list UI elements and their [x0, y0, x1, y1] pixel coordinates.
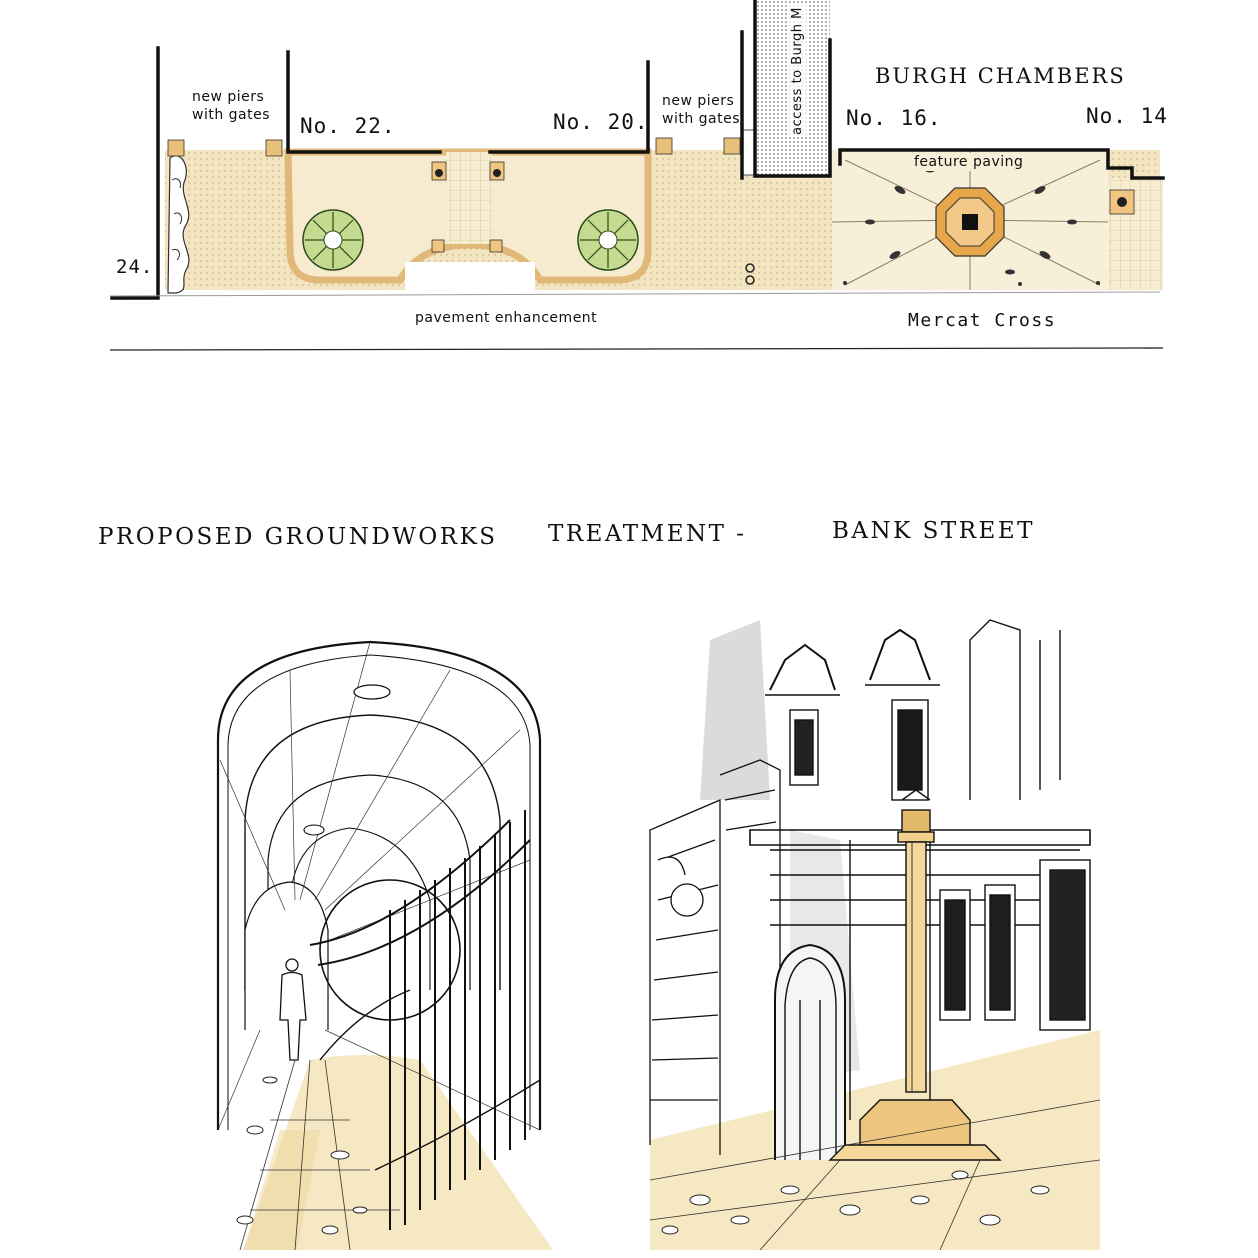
label-mercat-cross: Mercat Cross — [908, 310, 1057, 331]
tree-right — [577, 209, 639, 271]
label-piers-right-2: with gates — [662, 111, 741, 127]
wall-no22 — [286, 50, 442, 154]
wall-lamp — [657, 856, 704, 917]
entrance-arch-gap — [405, 262, 535, 292]
wall-burgh-chambers — [838, 148, 1165, 180]
sketch-mercat-cross — [649, 619, 1100, 1250]
wall-lane-left — [753, 0, 832, 178]
label-pavement: pavement enhancement — [415, 310, 598, 326]
ceiling-lamp — [303, 824, 325, 836]
title-part-2: TREATMENT - — [548, 521, 747, 547]
outer-arch — [216, 640, 542, 1130]
ceiling-lamp — [353, 684, 391, 700]
title-part-1: PROPOSED GROUNDWORKS — [98, 524, 498, 550]
far-opening — [244, 881, 329, 1030]
mercat-cross-base — [935, 187, 1005, 257]
pier-right-b — [723, 137, 741, 155]
wall-no20 — [488, 60, 650, 154]
left-building — [649, 759, 781, 1160]
wall-no24 — [110, 46, 160, 300]
tree-left — [302, 209, 364, 271]
label-no22: No. 22. — [300, 114, 396, 138]
mercat-cross — [828, 789, 1002, 1161]
label-piers-right-1: new piers — [662, 93, 735, 109]
pier-right-a — [655, 137, 673, 155]
pier-left-a — [167, 139, 185, 157]
label-piers-left-2: with gates — [192, 107, 271, 123]
label-no14: No. 14 — [1086, 104, 1168, 128]
label-piers-left-1: new piers — [192, 89, 265, 105]
site-plan — [109, 0, 1165, 351]
figure-walking — [279, 958, 307, 1061]
label-no20: No. 20. — [553, 110, 649, 134]
label-feature-paving: feature paving — [912, 153, 1026, 171]
label-no24: 24. — [116, 256, 154, 278]
label-no16: No. 16. — [846, 106, 942, 130]
label-burgh-chambers: BURGH CHAMBERS — [875, 64, 1126, 88]
label-access: access to Burgh M — [788, 5, 807, 137]
sketch-arched-pend — [216, 640, 553, 1250]
page-title: PROPOSED GROUNDWORKS TREATMENT - BANK ST… — [98, 518, 1058, 558]
title-part-3: BANK STREET — [832, 518, 1035, 544]
pier-left-b — [265, 139, 283, 157]
entrance-steps — [446, 152, 492, 244]
plan-divider-line — [109, 347, 1164, 351]
rubble-wall — [167, 155, 190, 294]
ornamental-gate — [309, 810, 541, 1230]
